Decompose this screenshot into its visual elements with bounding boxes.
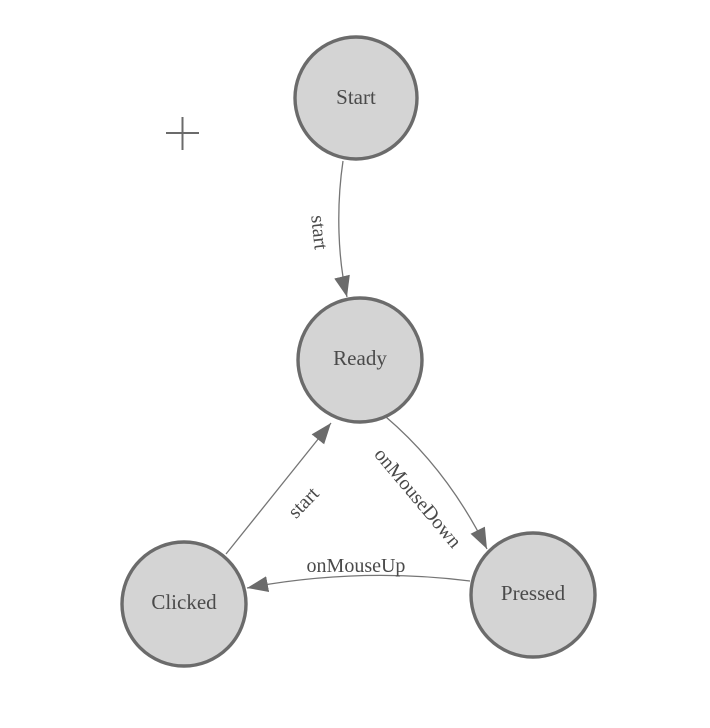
edge-ready-to-pressed[interactable]: onMouseDown: [370, 416, 488, 553]
node-pressed-label: Pressed: [501, 581, 566, 605]
edge-label-onmouseup: onMouseUp: [307, 555, 406, 577]
node-ready[interactable]: Ready: [296, 296, 424, 424]
edge-pressed-to-clicked[interactable]: onMouseUp: [246, 555, 471, 592]
node-start[interactable]: Start: [293, 35, 419, 161]
edge-label-onmousedown: onMouseDown: [370, 444, 466, 553]
edge-label-start-2: start: [284, 482, 324, 522]
crosshair-cursor-icon: [166, 117, 199, 150]
node-pressed[interactable]: Pressed: [469, 531, 597, 659]
edge-label-start-1: start: [306, 214, 332, 251]
node-ready-label: Ready: [333, 346, 387, 370]
node-clicked-label: Clicked: [151, 590, 217, 614]
node-clicked[interactable]: Clicked: [120, 540, 248, 668]
node-start-label: Start: [336, 85, 376, 109]
edge-start-to-ready[interactable]: start: [306, 160, 350, 298]
edge-clicked-to-ready[interactable]: start: [225, 422, 332, 555]
